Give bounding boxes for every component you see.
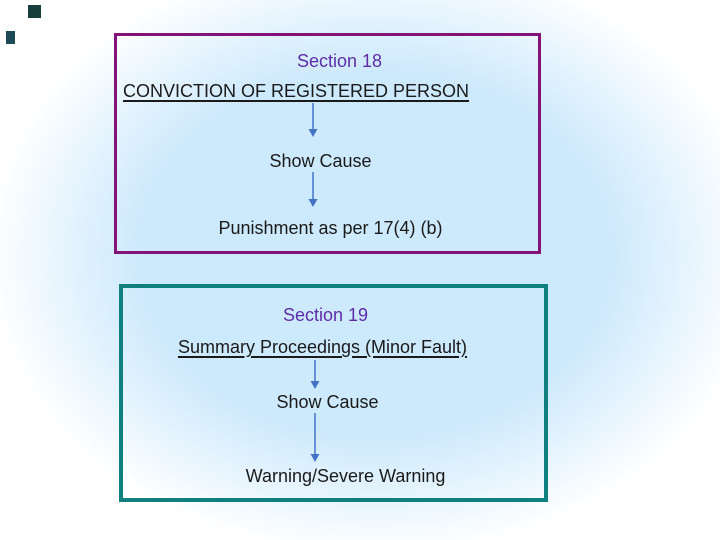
section-18-box: Section 18 CONVICTION OF REGISTERED PERS…	[114, 33, 541, 254]
arrow-down-icon	[306, 172, 320, 207]
section-19-step-warning: Warning/Severe Warning	[245, 466, 446, 486]
corner-decor-square-top	[28, 5, 41, 18]
section-18-heading: CONVICTION OF REGISTERED PERSON	[123, 81, 470, 101]
section-18-step-show-cause: Show Cause	[269, 151, 372, 171]
section-19-box: Section 19 Summary Proceedings (Minor Fa…	[119, 284, 548, 502]
arrow-down-icon	[308, 360, 322, 389]
section-19-step-show-cause: Show Cause	[276, 392, 379, 412]
section-18-title: Section 18	[296, 51, 383, 71]
section-19-title: Section 19	[282, 305, 369, 325]
section-18-step-punishment: Punishment as per 17(4) (b)	[218, 218, 443, 238]
section-19-heading: Summary Proceedings (Minor Fault)	[177, 337, 468, 357]
arrow-down-icon	[306, 103, 320, 137]
corner-decor-square-side	[6, 31, 15, 44]
arrow-down-icon	[308, 413, 322, 462]
